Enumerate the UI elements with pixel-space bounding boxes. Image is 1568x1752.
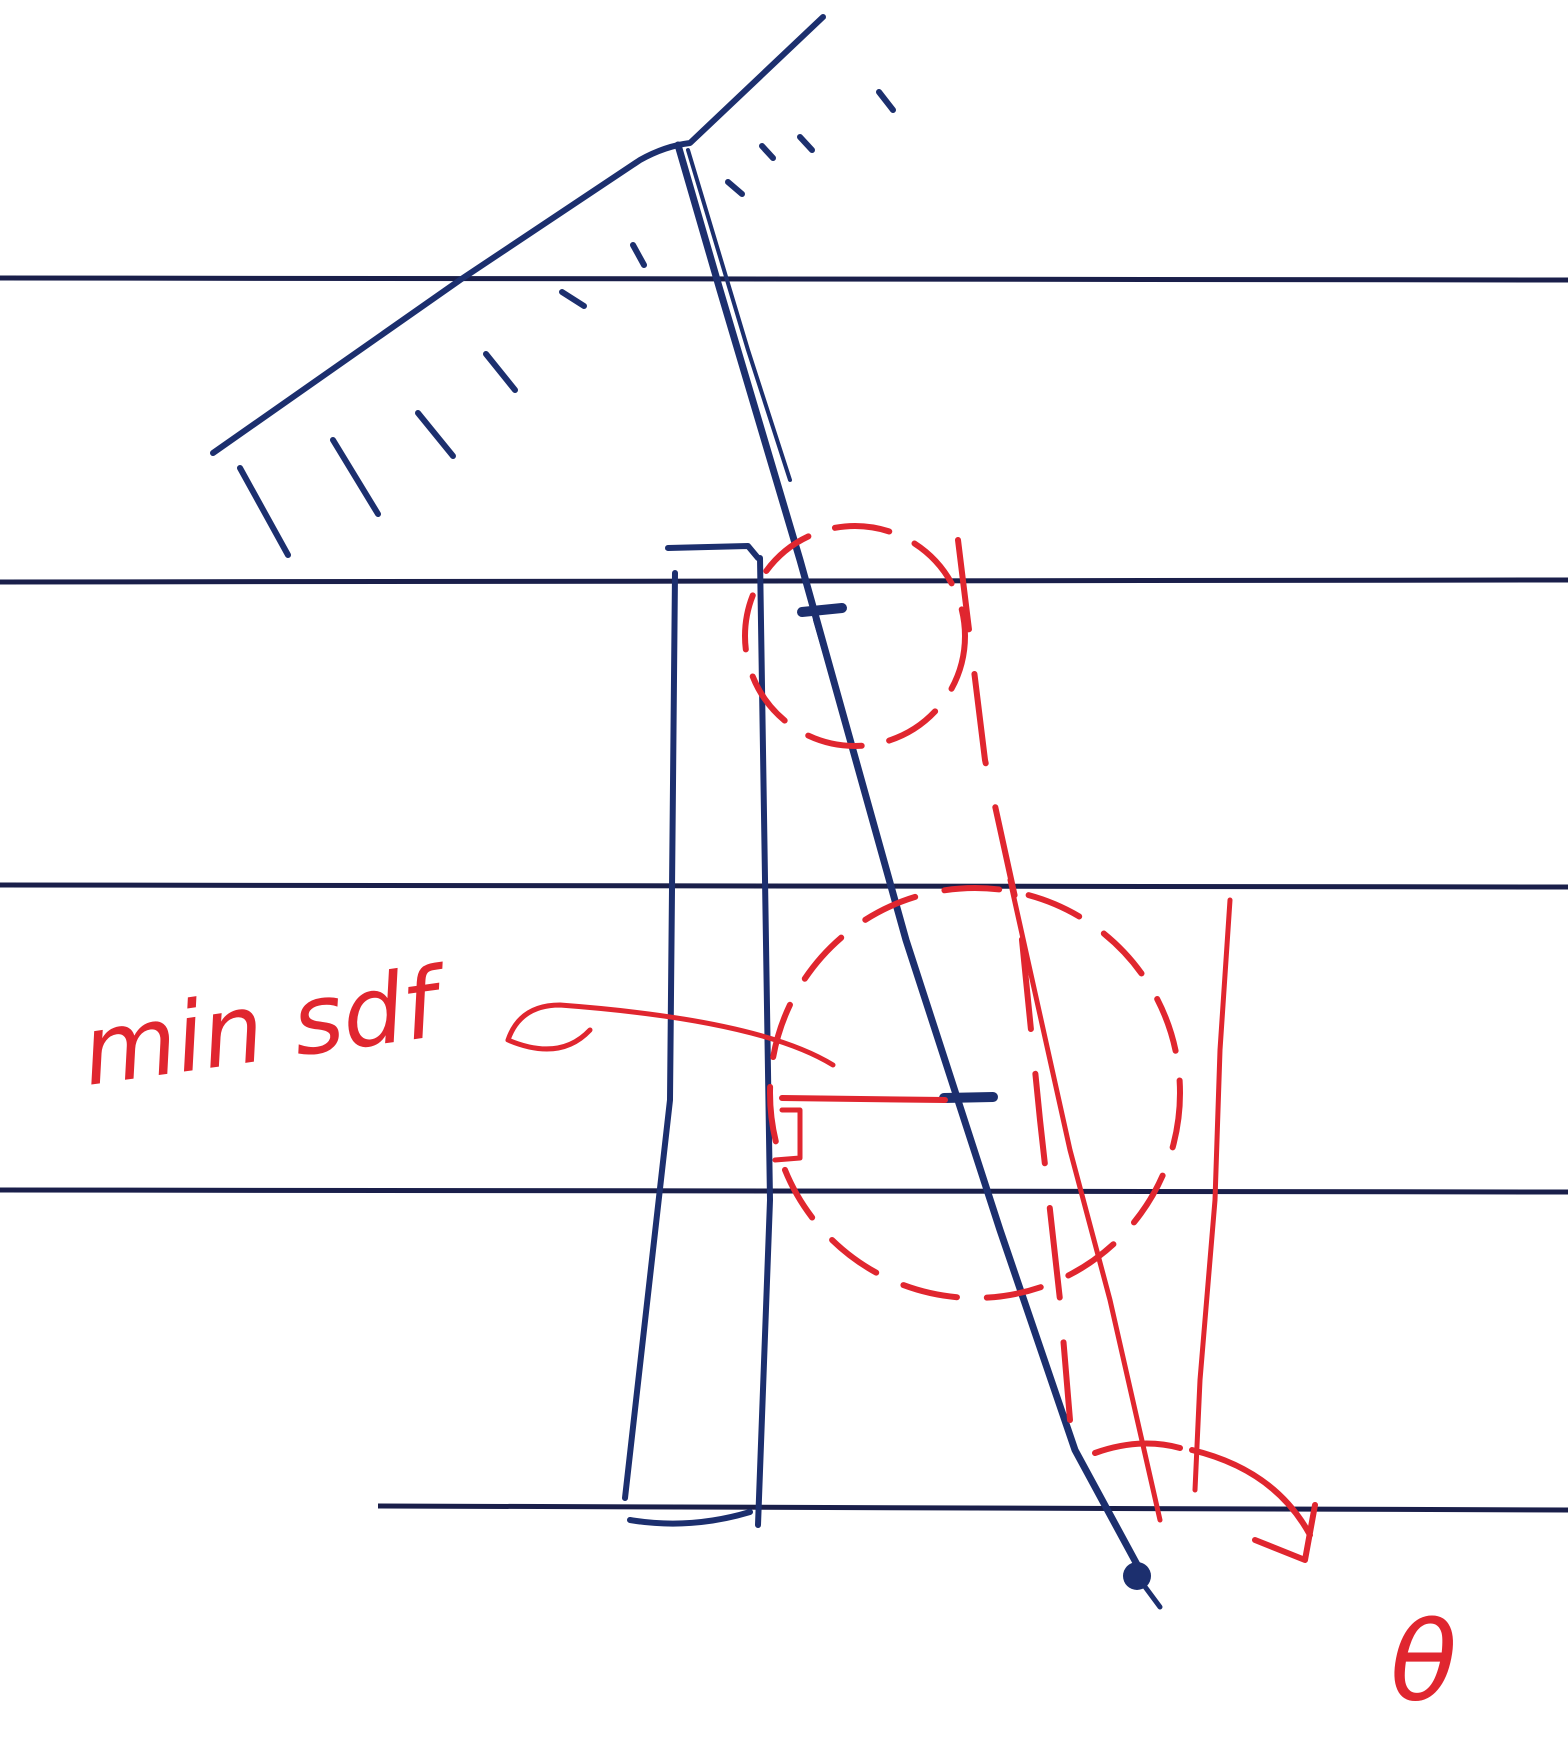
theta-angle-marker [1092,1440,1318,1563]
ray-tick-lower [939,1092,998,1103]
upper-dashed-circle [742,523,968,749]
ray-secondary-stroke [686,148,792,482]
bar-right-edge [755,555,773,1528]
ruled-line-4 [0,1187,1568,1195]
ray-tick-upper [797,603,847,617]
min-sdf-perpendicular [779,1095,948,1103]
theta-arrow [1189,1447,1318,1563]
sphere-trace-circles [742,523,1183,1301]
wall-surface-line [210,14,826,456]
min-sdf-segment [505,1002,948,1163]
vertical-bar-obstacle [622,543,773,1528]
bar-left-edge [622,570,678,1501]
ruled-lines [0,275,1568,1513]
guide-line-dashed [955,537,1073,1423]
ruled-line-2 [0,577,1568,585]
lower-dashed-circle [767,885,1183,1301]
bar-bottom-cap [627,1509,753,1527]
guide-line-solid-right [1192,897,1233,1493]
ruled-line-5 [377,1503,1568,1513]
right-angle-marker [772,1107,803,1163]
ray-line [674,141,1163,1610]
theta-label: θ [1390,1598,1457,1726]
ruled-line-1 [0,275,1568,283]
wall-hatch-marks [237,89,896,558]
ray-main-line [674,141,1144,1574]
min-sdf-label: min sdf [76,946,457,1108]
bar-top-cap [665,543,761,561]
hatched-wall [210,14,896,558]
ruled-line-3 [0,882,1568,890]
min-sdf-arrow [505,1002,836,1068]
ray-arrow-tip [1137,1577,1163,1610]
theta-arc [1092,1440,1183,1456]
guide-line-solid-left [1007,877,1163,1523]
ray-offset-stroke [813,618,877,827]
red-guide-lines [955,537,1233,1523]
